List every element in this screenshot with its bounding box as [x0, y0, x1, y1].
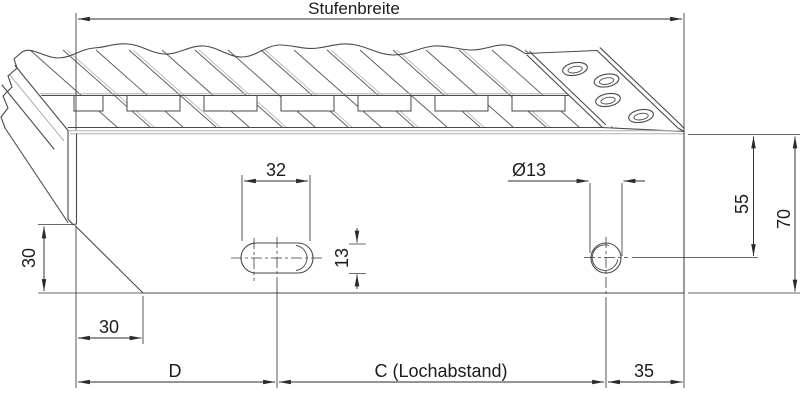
nosing-notch — [357, 95, 412, 112]
nosing-notch — [73, 95, 104, 112]
break-line — [21, 43, 527, 59]
end-plate-hole — [628, 108, 654, 124]
end-plate-hole — [562, 61, 588, 77]
front-plate — [74, 130, 685, 294]
slotted-hole — [231, 237, 322, 284]
step-nose — [0, 51, 78, 228]
nosing-notch — [280, 95, 335, 112]
nosing-band — [39, 93, 685, 135]
nosing-notch — [511, 95, 566, 112]
label-hole-diameter: Ø13 — [512, 160, 546, 180]
round-hole — [584, 237, 628, 298]
tread-hatching — [29, 49, 617, 128]
extension-lines — [38, 13, 800, 388]
label-plate-height: 70 — [774, 209, 794, 229]
label-dim-d: D — [169, 361, 182, 381]
label-nose-height: 30 — [19, 248, 39, 268]
end-plate-hole — [595, 92, 621, 108]
dimension-lines — [41, 16, 798, 385]
label-dim-c: C (Lochabstand) — [374, 361, 507, 381]
nosing-notch — [434, 95, 489, 112]
end-plate — [524, 47, 687, 133]
end-plate-hole — [593, 73, 620, 88]
label-dim-edge: 35 — [634, 361, 654, 381]
dimension-texts: Stufenbreite 32 Ø13 13 30 55 70 30 D C (… — [19, 0, 794, 381]
label-slot-width: 32 — [266, 160, 286, 180]
label-slot-height: 13 — [332, 248, 352, 268]
label-nose-depth: 30 — [99, 317, 119, 337]
label-stufenbreite: Stufenbreite — [308, 0, 400, 18]
nosing-notch — [203, 95, 258, 112]
nosing-notch — [126, 95, 181, 112]
label-hole-from-top: 55 — [732, 194, 752, 214]
